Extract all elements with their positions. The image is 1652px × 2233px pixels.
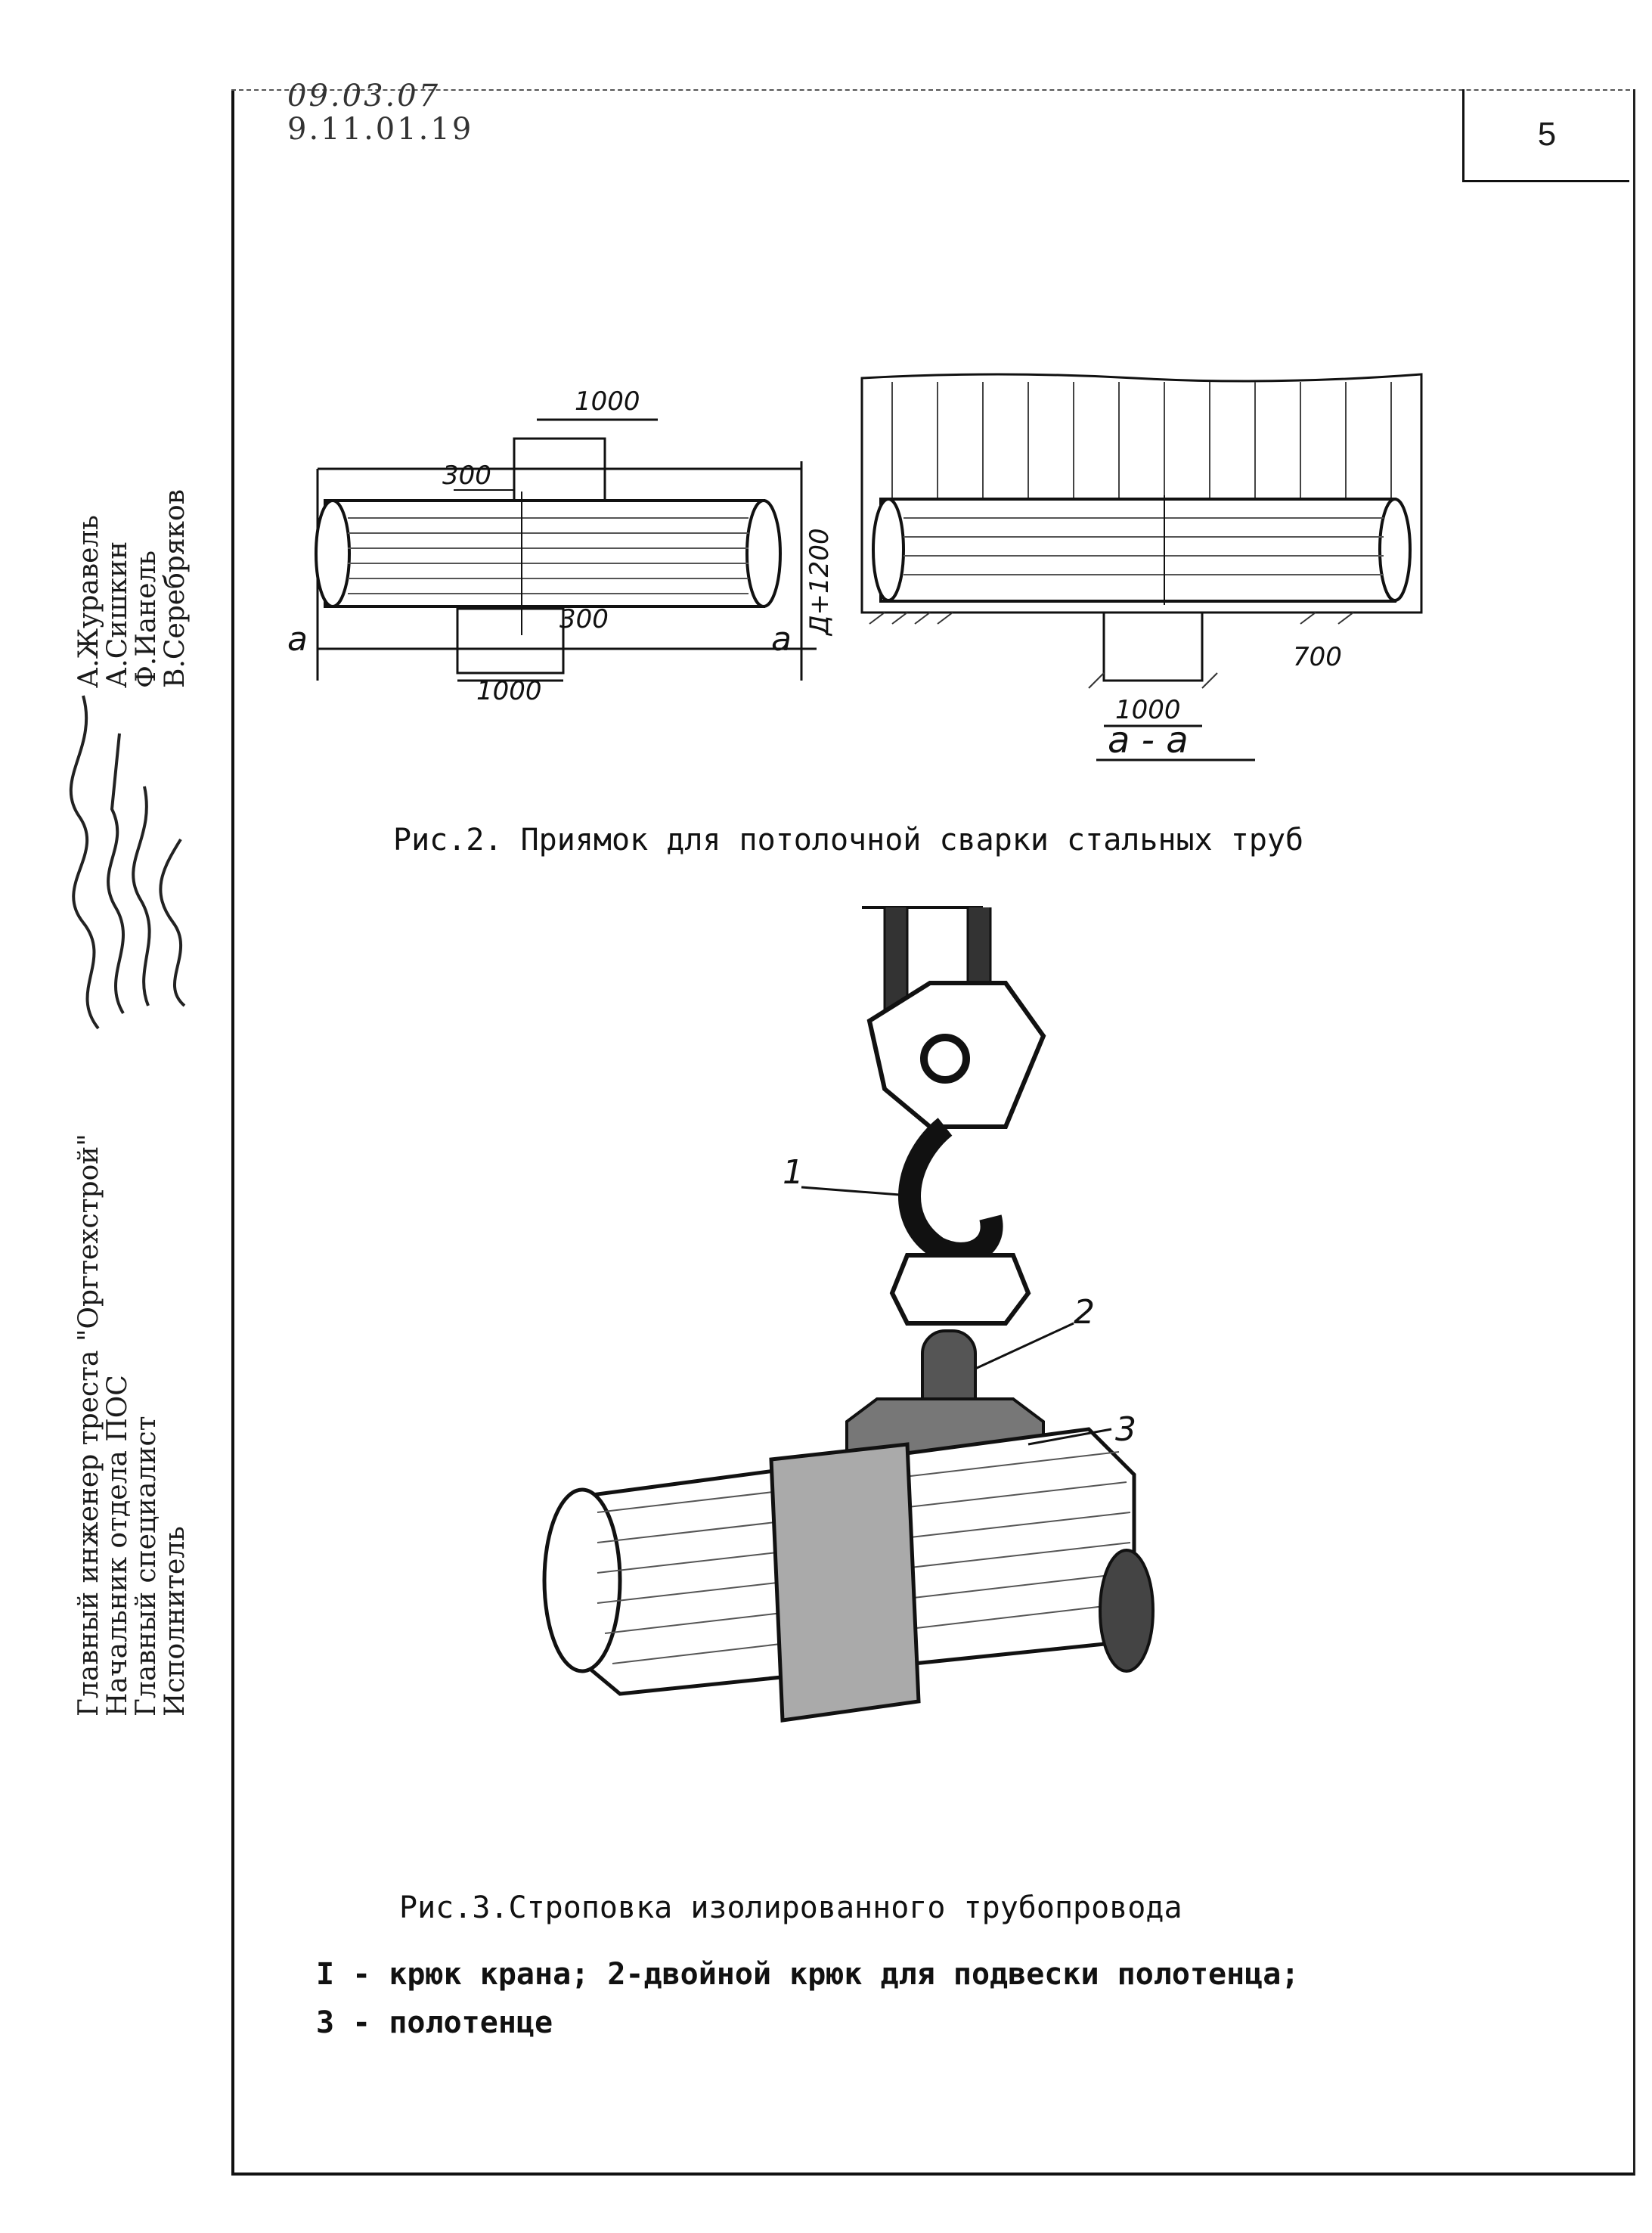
approval-name: В.Серебряков — [160, 489, 191, 688]
dim-bottom-width: 1000 — [476, 676, 542, 706]
callout-3: 3 — [1115, 1410, 1136, 1449]
fig2-plan-view: 1000 300 300 1000 Д+1200 а а — [287, 386, 835, 706]
approval-row: Исполнитель В.Серебряков — [159, 431, 191, 1717]
signature — [104, 688, 133, 1036]
fig3-legend-line-2: 3 - полотенце — [316, 2005, 553, 2040]
page-frame — [231, 89, 1635, 2176]
signature — [132, 688, 162, 1036]
approval-role: Исполнитель — [160, 1526, 191, 1717]
section-mark-right: а — [771, 620, 792, 659]
signature — [159, 688, 191, 1036]
approval-role: Главный инженер треста "Оргтехстрой" — [73, 1134, 104, 1717]
section-label: а - а — [1108, 719, 1189, 761]
callout-2: 2 — [1074, 1293, 1095, 1332]
doc-code-2: 9.11.01.19 — [287, 112, 474, 147]
approval-block: Главный инженер треста "Оргтехстрой" А.Ж… — [69, 431, 191, 1717]
approval-role: Главный специалист — [131, 1416, 162, 1717]
page-number: 5 — [1462, 89, 1629, 182]
approval-name: А.Сишкин — [102, 541, 133, 688]
signature-scribble — [132, 786, 151, 1006]
section-mark-left: а — [287, 620, 308, 659]
dim-height: Д+1200 — [804, 528, 835, 637]
doc-code-1: 09.03.07 — [287, 79, 441, 113]
signature-scribble — [107, 733, 125, 1015]
signature — [69, 688, 104, 1036]
fig2-section-view: 700 1000 а - а — [860, 373, 1423, 761]
fig3-caption: Рис.3.Строповка изолированного трубопров… — [399, 1890, 1182, 1925]
page-frame-top — [231, 89, 1630, 91]
dim-top-width: 1000 — [575, 386, 640, 417]
fig3-sling-illustration: 1 2 3 — [542, 906, 1155, 1723]
dim-offset-top: 300 — [442, 461, 491, 491]
approval-name: Ф.Ианель — [131, 550, 162, 688]
signature-scribble — [159, 838, 186, 1007]
approval-name: А.Журавель — [73, 515, 104, 688]
fig2-caption: Рис.2. Приямок для потолочной сварки ста… — [393, 823, 1304, 858]
callout-1: 1 — [783, 1153, 804, 1192]
approval-row: Главный инженер треста "Оргтехстрой" А.Ж… — [69, 431, 104, 1717]
document-codes: 09.03.07 9.11.01.19 — [287, 79, 473, 146]
dim-offset-bottom: 300 — [559, 604, 609, 634]
fig3-legend-line-1: I - крюк крана; 2-двойной крюк для подве… — [316, 1957, 1300, 1992]
dim-pit-depth: 700 — [1293, 642, 1342, 672]
signature-scribble — [69, 695, 100, 1030]
dim-pit-width: 1000 — [1115, 695, 1181, 725]
approval-role: Начальник отдела ПОС — [102, 1375, 133, 1717]
approval-row: Главный специалист Ф.Ианель — [131, 431, 162, 1717]
approval-row: Начальник отдела ПОС А.Сишкин — [102, 431, 133, 1717]
